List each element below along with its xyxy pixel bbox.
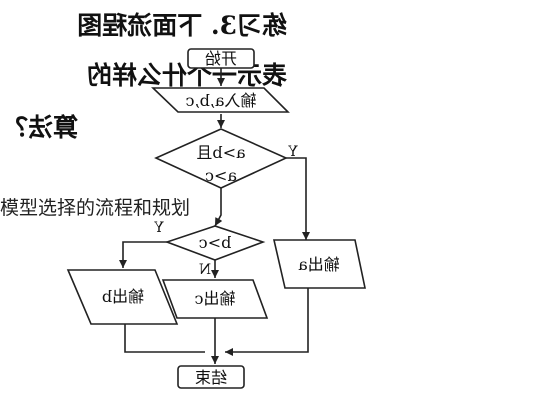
edge-label-yes-1: Y bbox=[288, 144, 299, 160]
node-output-c-label: 输出c bbox=[194, 289, 235, 308]
node-decision-2: b>c bbox=[164, 225, 266, 261]
node-output-a-label: 输出a bbox=[298, 255, 340, 274]
node-output-c: 输出c bbox=[161, 279, 269, 319]
edge-decision1-no bbox=[214, 188, 223, 227]
node-decision-1: a>b且 a>c bbox=[154, 128, 288, 189]
edge-output-a-merge bbox=[225, 288, 309, 356]
flow-edges bbox=[119, 68, 310, 364]
node-input: 输入a,b,c bbox=[151, 87, 290, 113]
overlay-caption: 模型选择的流程和规划 bbox=[0, 197, 191, 219]
node-output-b-label: 输出b bbox=[102, 287, 144, 306]
question-text: 练习3. 下面流程图 表示一个什么样的 算法？ bbox=[3, 11, 287, 142]
node-start-label: 开始 bbox=[205, 49, 237, 68]
edge-decision2-yes bbox=[119, 241, 167, 268]
node-start: 开始 bbox=[187, 48, 255, 69]
node-decision-1-label-line1: a>b且 bbox=[196, 143, 245, 162]
node-end: 结束 bbox=[177, 365, 245, 389]
question-line-1: 练习3. 下面流程图 bbox=[77, 11, 287, 40]
node-end-label: 结束 bbox=[195, 368, 227, 387]
edge-output-b-merge bbox=[124, 324, 205, 353]
question-line-3: 算法？ bbox=[3, 113, 78, 142]
question-line-2: 表示一个什么样的 bbox=[87, 61, 287, 90]
node-decision-1-label-line2: a>c bbox=[205, 166, 237, 185]
node-output-b: 输出b bbox=[66, 269, 179, 325]
node-output-a: 输出a bbox=[272, 239, 366, 289]
node-decision-2-label: b>c bbox=[199, 233, 232, 252]
edge-decision1-yes bbox=[286, 157, 310, 240]
node-input-label: 输入a,b,c bbox=[186, 91, 257, 110]
edge-label-yes-2: Y bbox=[154, 220, 165, 236]
edge-label-no: N bbox=[199, 262, 211, 278]
mirrored-flowchart-layer: 练习3. 下面流程图 表示一个什么样的 算法？ 开始 输入a,b,c bbox=[3, 11, 366, 389]
